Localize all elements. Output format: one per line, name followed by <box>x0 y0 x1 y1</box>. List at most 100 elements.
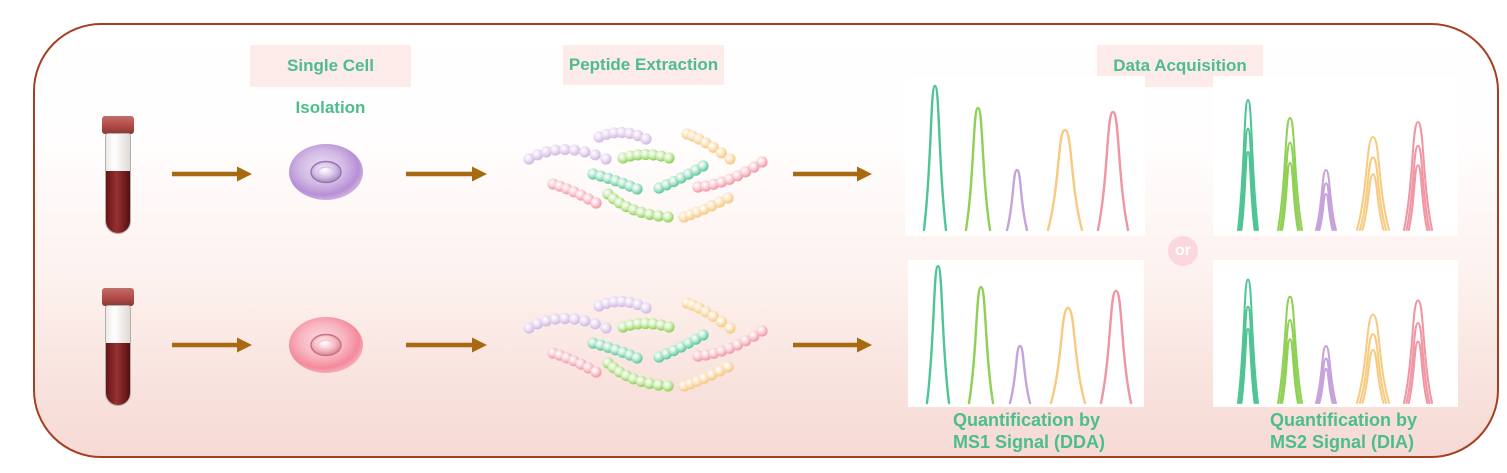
caption-quant-dda: Quantification by MS1 Signal (DDA) <box>953 409 1105 453</box>
peptide-bead <box>697 329 709 341</box>
peptide-bead <box>579 315 591 327</box>
dda-peak-green <box>964 106 992 232</box>
peptide-chain <box>617 317 675 333</box>
dda-peak-teal <box>922 84 948 232</box>
caption-quant-dda-line2: MS1 Signal (DDA) <box>953 432 1106 452</box>
peptide-bead <box>540 315 552 327</box>
label-single-cell-isolation: Single Cell Isolation <box>250 45 411 117</box>
peptide-chain <box>692 325 768 362</box>
peptide-bead <box>740 335 752 347</box>
peptide-bead <box>589 149 601 161</box>
peptide-bead <box>590 366 602 378</box>
purple-cell <box>289 144 363 200</box>
peptide-bead <box>644 208 656 220</box>
peptide-cluster <box>523 295 768 392</box>
peptide-bead <box>697 160 709 172</box>
dia-peak-purple <box>1315 168 1337 231</box>
label-peptide-extraction: Peptide Extraction <box>563 45 724 85</box>
flow-arrow <box>406 166 487 182</box>
dia-peak-pink <box>1403 120 1433 231</box>
dia-peak-purple <box>1315 344 1337 404</box>
peptide-bead <box>724 322 736 334</box>
caption-quant-dia: Quantification by MS2 Signal (DIA) <box>1270 409 1417 453</box>
dda-peak-green <box>967 285 995 405</box>
flow-arrow <box>793 166 872 182</box>
peptide-cluster <box>523 126 768 223</box>
peptide-bead <box>631 352 643 364</box>
peptide-chain <box>678 361 734 392</box>
tube-glass <box>105 305 131 406</box>
peptide-chain <box>523 312 612 334</box>
peptide-chain <box>692 156 768 193</box>
peptide-bead <box>662 380 674 392</box>
peptide-chain <box>602 188 674 223</box>
caption-quant-dia-line2: MS2 Signal (DIA) <box>1270 432 1415 452</box>
peptide-bead <box>579 146 591 158</box>
tube-blood <box>106 342 130 405</box>
peptide-bead <box>756 156 768 168</box>
ms2-dia-spectrum-top <box>1213 76 1458 236</box>
dia-peak-teal <box>1237 98 1259 231</box>
ms1-dda-spectrum-top <box>905 76 1145 236</box>
peptide-bead <box>523 153 535 165</box>
peptide-bead <box>531 318 544 330</box>
peptide-bead <box>549 313 561 325</box>
dda-peak-yellow <box>1049 306 1087 405</box>
peptide-bead <box>631 183 643 195</box>
peptide-bead <box>531 149 544 161</box>
peptide-bead <box>715 147 727 159</box>
tube-glass <box>105 133 131 234</box>
dda-peak-pink <box>1099 289 1133 405</box>
tube-cap <box>102 288 134 306</box>
dia-peak-teal <box>1237 278 1259 404</box>
dia-peak-green <box>1277 116 1303 231</box>
peptide-chain <box>547 178 602 209</box>
peptide-chain <box>678 192 734 223</box>
peptide-bead <box>714 365 726 377</box>
peptide-chain <box>593 295 652 314</box>
peptide-chain <box>617 148 675 164</box>
blood-tube-top <box>102 116 134 234</box>
dda-peak-pink <box>1096 110 1130 232</box>
peptide-bead <box>549 144 561 156</box>
flow-arrow <box>406 337 487 353</box>
peptide-chain <box>523 143 612 165</box>
peptide-bead <box>590 197 602 209</box>
pink-cell <box>289 317 363 373</box>
caption-quant-dda-line1: Quantification by <box>953 410 1101 430</box>
peptide-bead <box>640 302 652 314</box>
peptide-chain <box>587 168 643 195</box>
peptide-bead <box>748 330 760 342</box>
peptide-chain <box>593 126 652 145</box>
peptide-bead <box>652 379 665 391</box>
flow-arrow <box>172 337 252 353</box>
flow-arrow <box>172 166 252 182</box>
tube-cap <box>102 116 134 134</box>
or-badge: or <box>1168 236 1198 266</box>
peptide-bead <box>652 210 665 222</box>
peptide-bead <box>559 312 571 325</box>
peptide-bead <box>707 310 719 322</box>
peptide-bead <box>715 316 727 328</box>
peptide-bead <box>714 196 726 208</box>
dda-peak-purple <box>1005 168 1029 232</box>
dda-peak-purple <box>1008 344 1032 405</box>
dia-peak-yellow <box>1356 135 1390 231</box>
peptide-bead <box>662 211 674 223</box>
peptide-bead <box>644 377 656 389</box>
peptide-bead <box>756 325 768 337</box>
peptide-chain <box>653 329 709 363</box>
peptide-bead <box>722 192 734 204</box>
peptide-bead <box>724 153 736 165</box>
peptide-bead <box>600 153 612 165</box>
peptide-bead <box>640 133 652 145</box>
blood-tube-bottom <box>102 288 134 406</box>
peptide-chain <box>587 337 643 364</box>
peptide-bead <box>722 361 734 373</box>
dda-peak-teal <box>925 264 951 405</box>
peptide-bead <box>589 318 601 330</box>
peptide-chain <box>681 297 736 334</box>
peptide-bead <box>568 313 581 325</box>
